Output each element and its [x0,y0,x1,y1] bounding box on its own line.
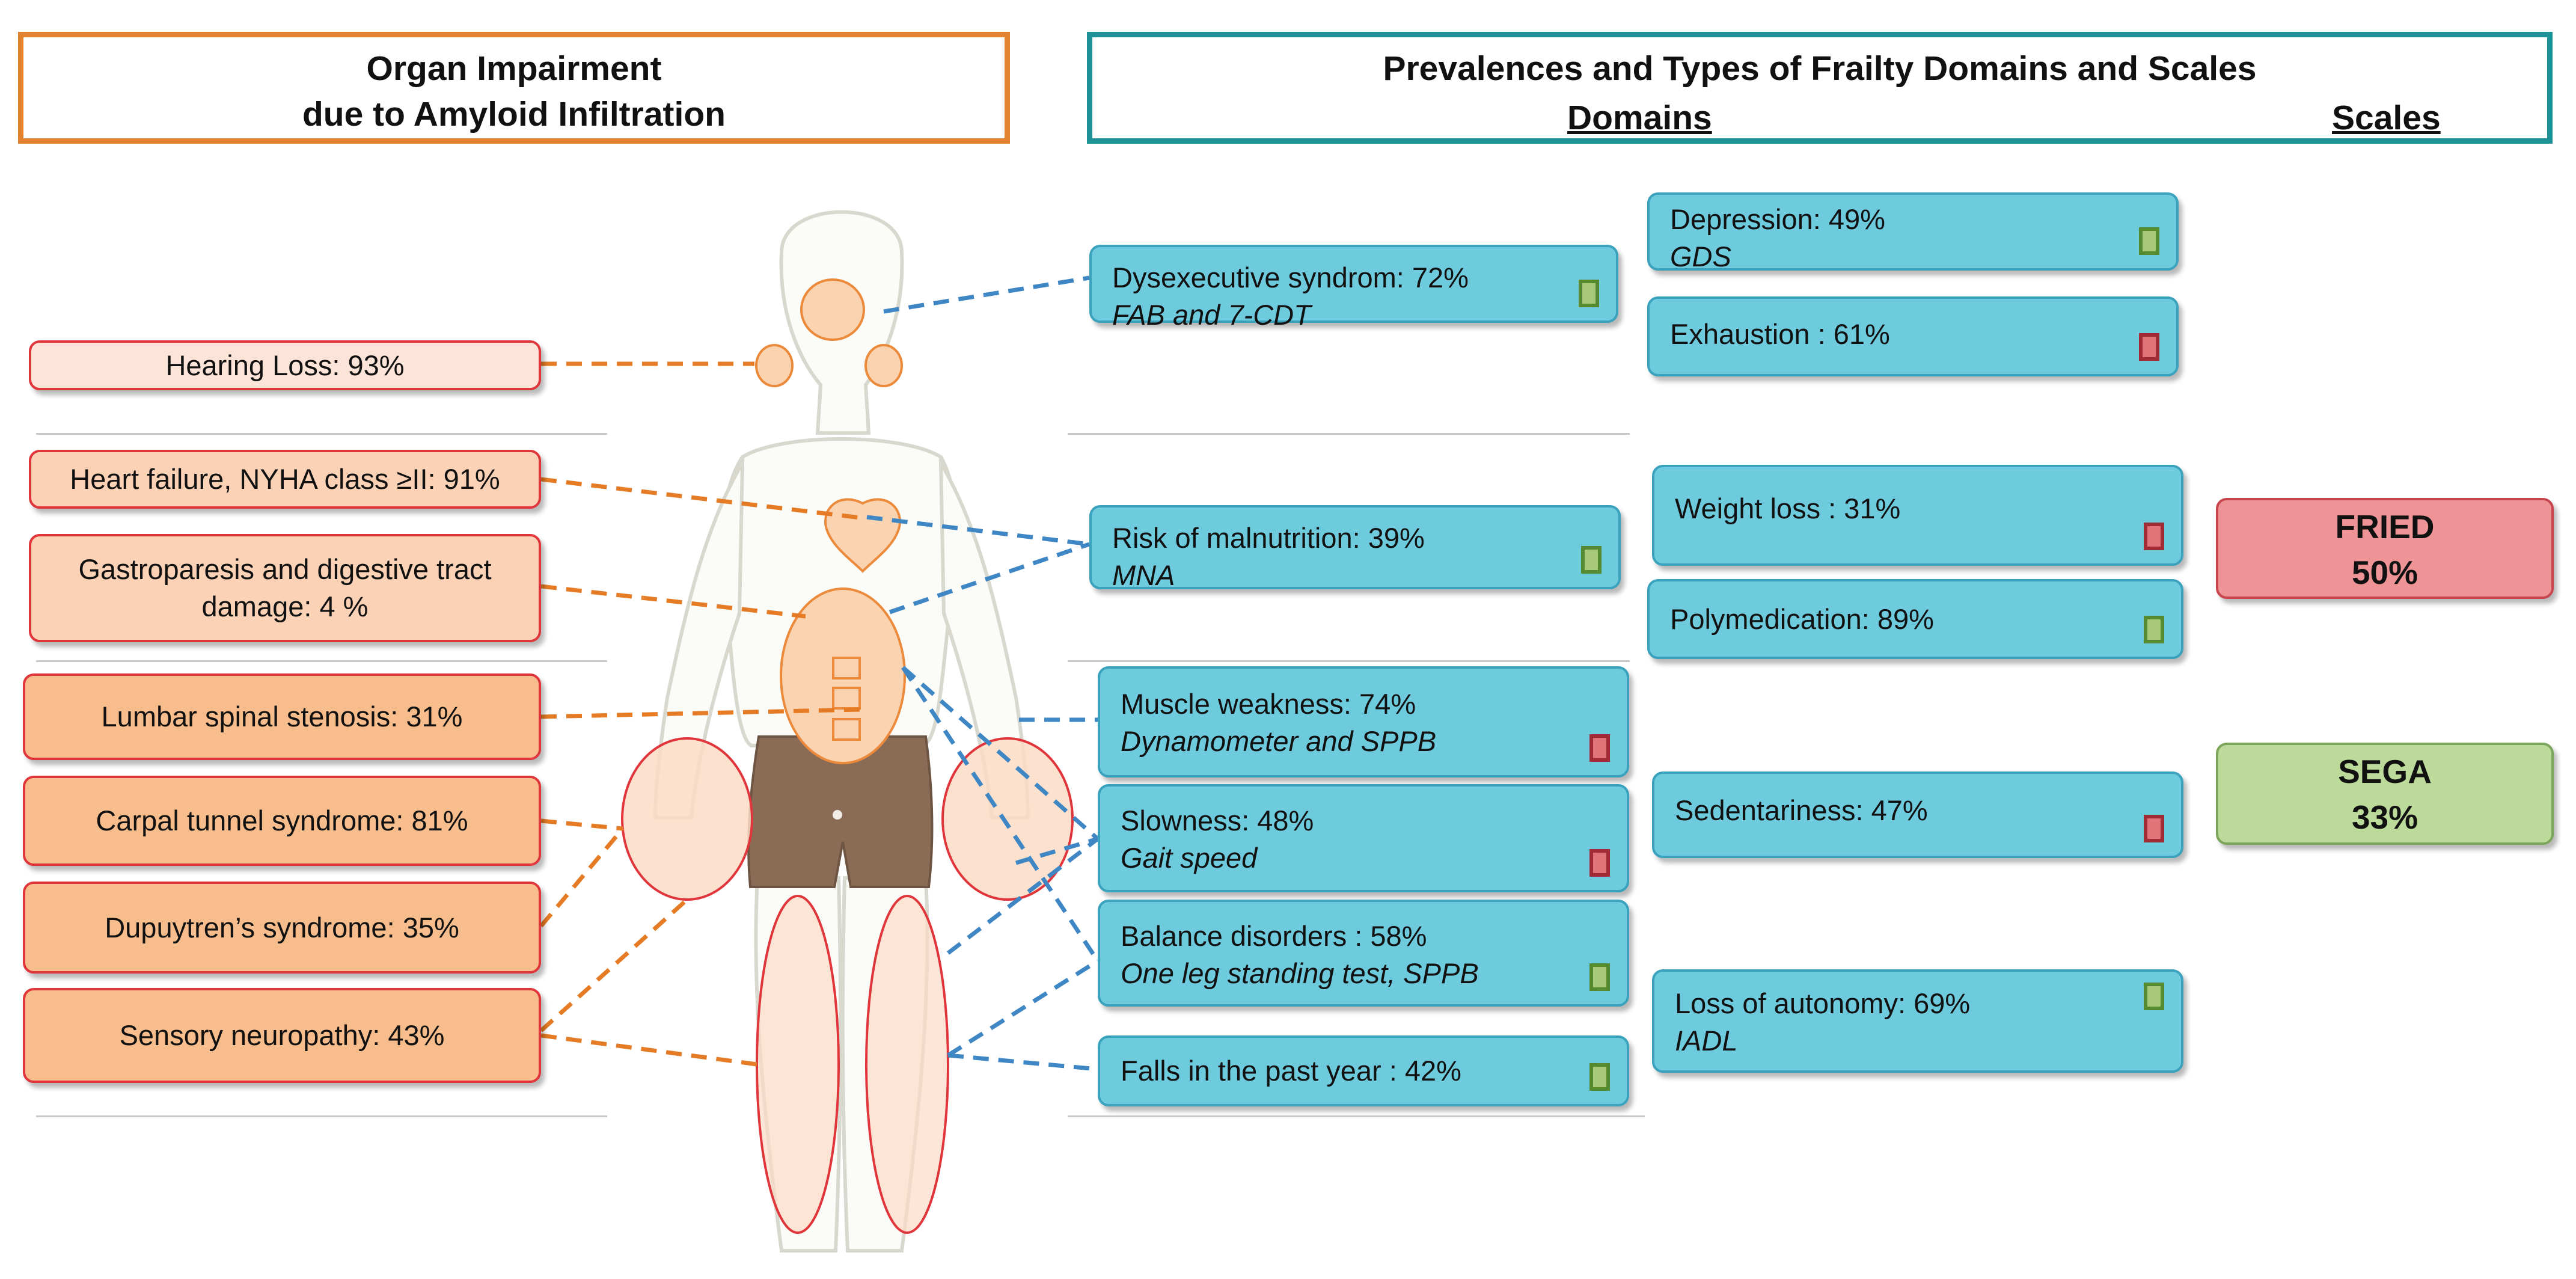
hearing-loss-box: Hearing Loss: 93% [29,340,541,390]
body-silhouette [653,210,1030,1253]
fried-result-box: FRIED 50% [2216,498,2554,599]
scale-label: Gait speed [1121,842,1258,874]
scale-label: Dynamometer and SPPB [1121,725,1437,757]
red-marker-icon [2139,333,2159,361]
gastroparesis-box: Gastroparesis and digestive tract damage… [29,534,541,642]
separator-line [36,660,607,662]
separator-line [36,433,607,435]
sega-label: SEGA [2338,753,2432,790]
dysexecutive-syndrome-box: Dysexecutive syndrom: 72% FAB and 7-CDT [1089,245,1618,331]
depression-box: Depression: 49% GDS [1647,192,2179,272]
green-marker-icon [2144,616,2164,643]
domain-label: Sedentariness: 47% [1675,794,1928,826]
red-marker-icon [1589,734,1610,762]
organ-connectors [539,361,866,1067]
heart-failure-box: Heart failure, NYHA class ≥II: 91% [29,450,541,509]
domain-connectors [866,275,1100,1072]
weight-loss-box: Weight loss : 31% [1652,465,2183,566]
sedentariness-box: Sedentariness: 47% [1652,771,2183,858]
fried-value: 50% [2351,554,2418,591]
organ-markers [621,278,1074,1234]
domain-label: Weight loss : 31% [1675,492,1901,524]
sega-result-box: SEGA 33% [2216,743,2554,845]
red-marker-icon [2144,523,2164,550]
domain-label: Balance disorders : 58% [1121,920,1427,952]
domain-label: Loss of autonomy: 69% [1675,987,1971,1019]
red-marker-icon [1589,849,1610,877]
domain-label: Exhaustion : 61% [1670,318,1890,350]
carpal-tunnel-box: Carpal tunnel syndrome: 81% [23,776,541,866]
green-marker-icon [1581,546,1602,574]
scale-label: MNA [1112,559,1175,591]
green-marker-icon [1589,1063,1610,1091]
scales-heading: Scales [2332,99,2441,137]
fried-label: FRIED [2335,508,2435,545]
domains-heading: Domains [1567,99,1712,137]
frailty-header-title: Prevalences and Types of Frailty Domains… [1383,49,2257,88]
dupuytren-box: Dupuytren’s syndrome: 35% [23,882,541,974]
exhaustion-box: Exhaustion : 61% [1647,296,2179,376]
polymedication-box: Polymedication: 89% [1647,579,2183,659]
organ-impairment-header: Organ Impairment due to Amyloid Infiltra… [18,32,1010,144]
sega-value: 33% [2351,799,2418,836]
red-marker-icon [2144,815,2164,842]
balance-disorders-box: Balance disorders : 58% One leg standing… [1098,900,1629,1007]
green-marker-icon [1589,963,1610,991]
slowness-box: Slowness: 48% Gait speed [1098,784,1629,892]
domain-label: Risk of malnutrition: 39% [1112,522,1425,554]
domain-label: Muscle weakness: 74% [1121,688,1416,720]
separator-line [1068,1115,1645,1117]
sensory-neuropathy-box: Sensory neuropathy: 43% [23,988,541,1083]
domain-label: Depression: 49% [1670,203,1885,235]
header-line-2: due to Amyloid Infiltration [302,95,726,133]
green-marker-icon [2144,983,2164,1010]
header-line-1: Organ Impairment [366,49,662,88]
separator-line [36,1115,607,1117]
muscle-weakness-box: Muscle weakness: 74% Dynamometer and SPP… [1098,666,1629,778]
scale-label: One leg standing test, SPPB [1121,957,1479,989]
domain-label: Polymedication: 89% [1670,603,1934,635]
frailty-header: Prevalences and Types of Frailty Domains… [1087,32,2553,144]
scale-label: IADL [1675,1025,1738,1057]
malnutrition-box: Risk of malnutrition: 39% MNA [1089,505,1621,591]
domain-label: Slowness: 48% [1121,805,1314,836]
lumbar-stenosis-box: Lumbar spinal stenosis: 31% [23,673,541,760]
domain-label: Dysexecutive syndrom: 72% [1112,262,1469,293]
falls-box: Falls in the past year : 42% [1098,1035,1629,1106]
separator-line [1068,660,1630,662]
scale-label: FAB and 7-CDT [1112,299,1311,331]
green-marker-icon [1579,280,1599,307]
domain-label: Falls in the past year : 42% [1121,1055,1461,1087]
green-marker-icon [2139,227,2159,255]
loss-of-autonomy-box: Loss of autonomy: 69% IADL [1652,969,2183,1073]
scale-label: GDS [1670,241,1731,272]
separator-line [1068,433,1630,435]
